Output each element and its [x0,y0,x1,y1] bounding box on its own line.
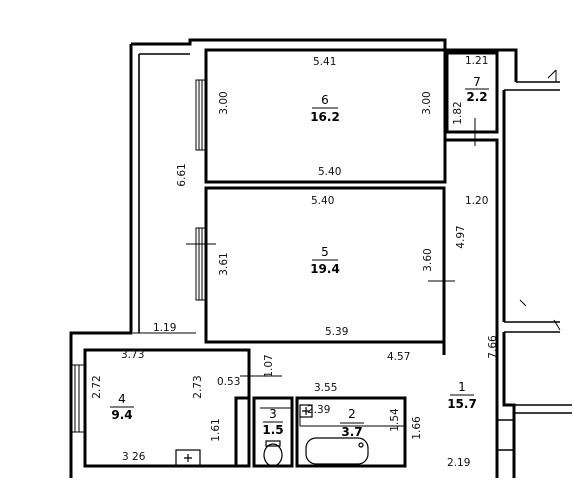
dim-r6-right: 3.00 [421,91,433,114]
dim-r7-height: 1.82 [452,101,464,124]
dim-closet-width: 0.53 [217,376,240,388]
room-5-number: 5 [321,245,329,259]
stove-icon [175,449,201,467]
room-4-area: 9.4 [111,408,132,422]
dim-r4-left: 2.72 [91,375,103,398]
dim-r5-right: 3.60 [422,248,434,271]
room-2-walls [295,396,407,468]
dim-hall-height: 7.66 [487,335,499,359]
dim-bath-width: 2.39 [307,404,330,416]
room-7-number: 7 [473,75,481,89]
room-1-area: 15.7 [447,397,477,411]
room-5-area: 19.4 [310,262,340,276]
dim-bath-top: 3.55 [314,382,337,394]
room-6-walls [195,48,447,184]
dim-r6-top: 5.41 [313,56,336,68]
dim-r5-left: 3.61 [218,252,230,275]
dim-corridor-width: 1.20 [465,195,488,207]
dim-hall-top: 4.57 [387,351,410,363]
room-1-number: 1 [458,380,466,394]
dim-r4-bottom: 3 26 [122,451,146,463]
dim-r4-right: 2.73 [192,375,204,398]
dim-hall-bottom: 2.19 [447,457,470,469]
dim-balcony-width: 1.19 [153,322,176,334]
room-2-number: 2 [348,407,356,421]
hall-walls [442,138,515,478]
room-3-walls [252,396,294,468]
dim-corridor-height: 4.97 [455,225,467,248]
dim-bath-right: 1.66 [411,416,423,440]
room-6-area: 16.2 [310,110,340,124]
dim-r6-bottom: 5.40 [318,166,341,178]
dim-r7-top: 1.21 [465,55,488,67]
room-6-number: 6 [321,93,329,107]
dim-r4-top: 3.73 [121,349,144,361]
room-4-number: 4 [118,392,126,406]
bathtub-icon [305,437,369,465]
dim-r5-bottom: 5.39 [325,326,348,338]
toilet-icon [263,443,283,467]
dim-r6-left: 3.00 [218,91,230,114]
dim-r5-top: 5.40 [311,195,334,207]
room-3-area: 1.5 [262,423,283,437]
dim-niche: 1.61 [210,418,222,441]
room-4-walls [70,348,251,468]
room-7-area: 2.2 [466,90,487,104]
room-3-number: 3 [269,407,277,421]
dim-closet-height: 1.07 [263,354,275,377]
dim-balcony-height: 6.61 [176,163,188,186]
dim-bath-height: 1.54 [389,408,401,432]
room-2-area: 3.7 [341,425,362,439]
closet-walls [234,350,282,466]
balcony [133,53,196,334]
